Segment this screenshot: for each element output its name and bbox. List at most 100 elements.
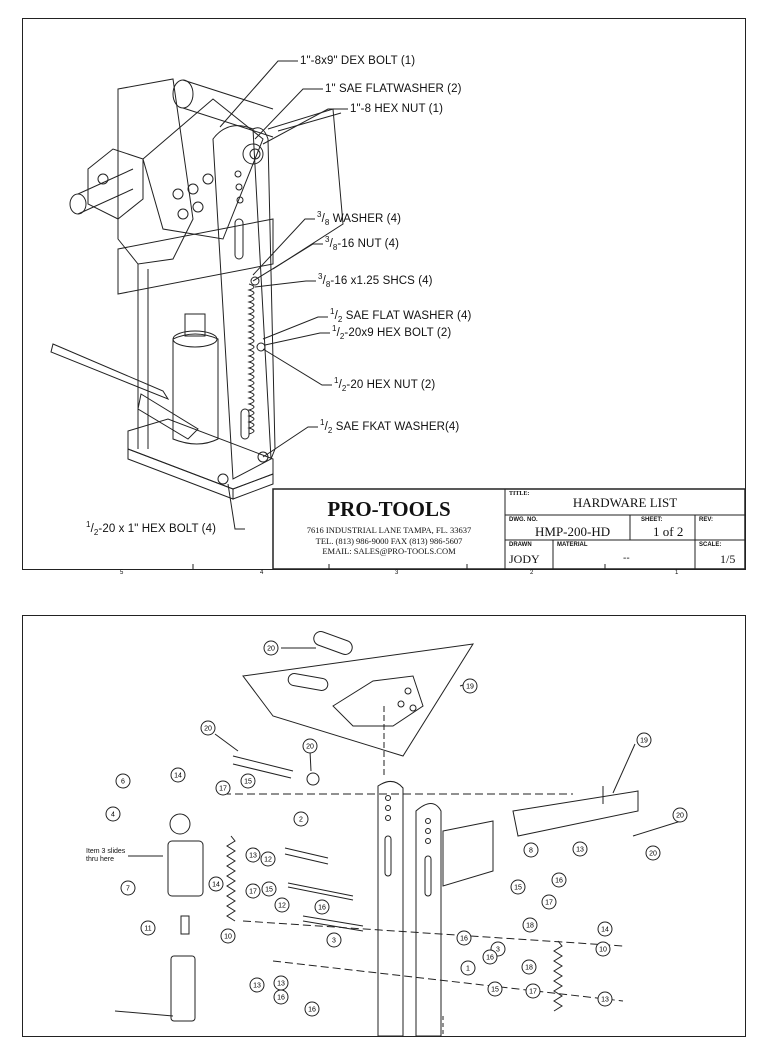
company-phone: TEL. (813) 986-9000 FAX (813) 986-5607 <box>315 536 463 546</box>
scale-label: SCALE: <box>699 542 722 548</box>
pivot-block <box>167 840 204 897</box>
item-balloon: 14 <box>597 921 613 937</box>
balloon-number: 8 <box>529 848 533 855</box>
drawing-number: HMP-200-HD <box>535 524 611 539</box>
zone-label: 1 <box>675 570 679 576</box>
balloon-number: 17 <box>249 889 257 896</box>
balloon-circle <box>263 640 279 656</box>
balloon-number: 20 <box>204 726 212 733</box>
callout-sae-fkat-washer: 1/2 SAE FKAT WASHER(4) <box>320 418 460 436</box>
callout-nut: 3/8-16 NUT (4) <box>325 235 400 253</box>
balloon-number: 16 <box>318 905 326 912</box>
scale-value: 1/5 <box>720 552 736 566</box>
dwg-label: DWG. NO. <box>509 517 538 523</box>
item-balloon: 17 <box>215 780 231 796</box>
zone-label: 2 <box>530 570 534 576</box>
balloon-circle <box>487 981 503 997</box>
item-balloon: 20 <box>672 807 688 823</box>
balloon-circle <box>273 989 289 1005</box>
balloon-number: 18 <box>526 923 534 930</box>
balloon-number: 16 <box>460 936 468 943</box>
balloon-number: 13 <box>601 997 609 1004</box>
material-value: -- <box>623 553 630 564</box>
item-balloon: 20 <box>200 720 216 736</box>
balloon-circle <box>302 738 318 754</box>
item-balloon: 16 <box>456 930 472 946</box>
balloon-number: 2 <box>299 817 303 824</box>
sheet-label: SHEET: <box>641 517 663 523</box>
balloon-number: 3 <box>332 938 336 945</box>
balloon-circle <box>462 678 478 694</box>
item-balloon: 19 <box>636 732 652 748</box>
base-plate <box>127 418 274 490</box>
balloon-circle <box>249 977 265 993</box>
balloon-circle <box>523 842 539 858</box>
balloon-circle <box>293 811 309 827</box>
balloon-number: 10 <box>599 947 607 954</box>
balloon-number: 7 <box>126 886 130 893</box>
item-balloon: 16 <box>314 899 330 915</box>
callout-dex-bolt: 1"-8x9" DEX BOLT (1) <box>300 55 416 67</box>
channel <box>512 790 639 837</box>
item-balloon: 7 <box>120 880 136 896</box>
balloon-number: 16 <box>277 995 285 1002</box>
rev-label: REV: <box>699 517 714 523</box>
item-balloon: 17 <box>541 894 557 910</box>
bottle-jack <box>170 955 196 1022</box>
balloon-number: 13 <box>277 981 285 988</box>
balloon-circle <box>460 960 476 976</box>
balloon-number: 17 <box>529 989 537 996</box>
head-bracket <box>142 98 264 240</box>
zone-label: 4 <box>260 570 264 576</box>
balloon-circle <box>215 780 231 796</box>
balloon-circle <box>672 807 688 823</box>
balloon-circle <box>510 879 526 895</box>
balloon-circle <box>245 883 261 899</box>
balloon-number: 16 <box>308 1007 316 1014</box>
frame-back <box>117 78 194 265</box>
balloon-number: 13 <box>253 983 261 990</box>
item-balloon: 12 <box>260 851 276 867</box>
balloon-circle <box>274 897 290 913</box>
side-plate <box>212 125 272 480</box>
balloon-number: 15 <box>514 885 522 892</box>
jack-handle <box>50 343 170 401</box>
item-balloon: 10 <box>595 941 611 957</box>
item-balloon: 15 <box>510 879 526 895</box>
balloon-circle <box>551 872 567 888</box>
balloon-number: 14 <box>212 882 220 889</box>
balloon-number: 20 <box>676 813 684 820</box>
balloon-number: 20 <box>267 646 275 653</box>
balloon-circle <box>645 845 661 861</box>
item-balloon: 19 <box>462 678 478 694</box>
zone-label: 5 <box>120 570 124 576</box>
bottle-jack <box>172 333 219 445</box>
balloon-circle <box>636 732 652 748</box>
balloon-circle <box>140 920 156 936</box>
long-bolt <box>232 755 294 779</box>
item-balloon: 10 <box>220 928 236 944</box>
crossbar <box>117 218 274 295</box>
item-balloon: 1 <box>460 960 476 976</box>
balloon-circle <box>170 767 186 783</box>
balloon-number: 13 <box>576 847 584 854</box>
balloon-number: 10 <box>224 934 232 941</box>
item-balloon: 6 <box>115 773 131 789</box>
item-balloon: 18 <box>521 959 537 975</box>
item-balloon: 13 <box>597 991 613 1007</box>
callout-washer: 3/8 WASHER (4) <box>317 210 402 228</box>
rod <box>284 847 329 865</box>
balloon-circle <box>456 930 472 946</box>
company-address: 7616 INDUSTRIAL LANE TAMPA, FL. 33637 <box>306 525 472 535</box>
balloon-circle <box>304 1001 320 1017</box>
balloon-circle <box>525 983 541 999</box>
item-balloon: 20 <box>263 640 279 656</box>
assembly-drawing <box>50 60 745 569</box>
balloon-number: 15 <box>491 987 499 994</box>
callout-hex-bolt: 1/2-20x9 HEX BOLT (2) <box>332 324 452 342</box>
item-balloon: 8 <box>523 842 539 858</box>
balloon-circle <box>261 881 277 897</box>
